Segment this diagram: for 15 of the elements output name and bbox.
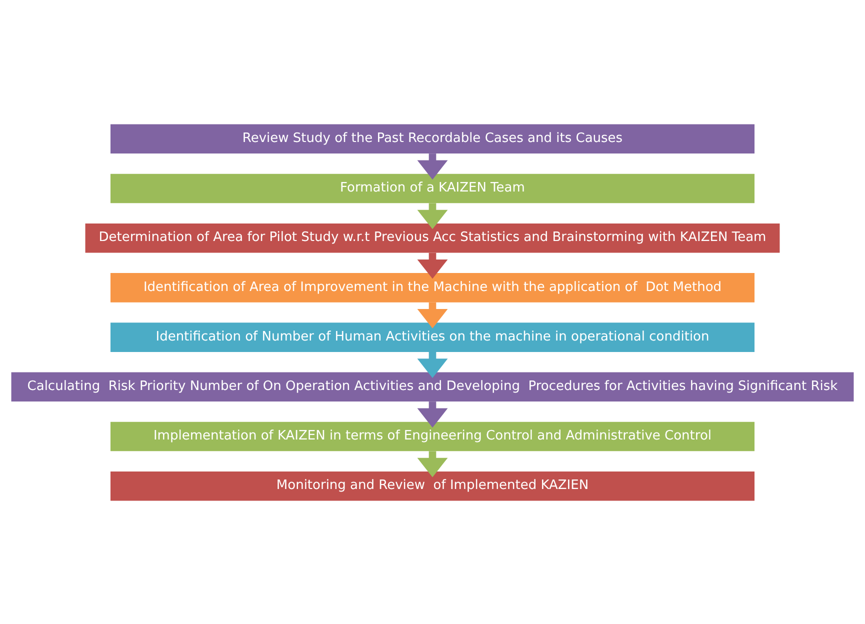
node-box: Identification of Area of Improvement in the Machine with the application of Dot Method xyxy=(110,272,755,302)
node-box: Monitoring and Review of Implemented KAZIEN xyxy=(110,470,755,500)
arrow xyxy=(417,352,448,378)
node-box: Implementation of KAIZEN in terms of Engineering Control and Administrative Control xyxy=(110,421,755,451)
node-box: Review Study of the Past Recordable Cases and its Causes xyxy=(110,124,755,154)
arrow xyxy=(417,450,448,477)
arrow xyxy=(417,302,448,328)
arrow xyxy=(417,202,448,229)
node-box: Formation of a KAIZEN Team xyxy=(110,173,755,203)
arrow xyxy=(417,252,448,278)
node-box: Identification of Number of Human Activities on the machine in operational condition xyxy=(110,322,755,352)
arrow xyxy=(417,153,448,180)
arrow xyxy=(417,401,448,428)
node-box: Calculating Risk Priority Number of On Operation Activities and Developing Procedures for Activities having Significant Risk xyxy=(11,372,854,402)
node-box: Determination of Area for Pilot Study w.r.t Previous Acc Statistics and Brainstorming with KAIZEN Team xyxy=(85,222,780,252)
